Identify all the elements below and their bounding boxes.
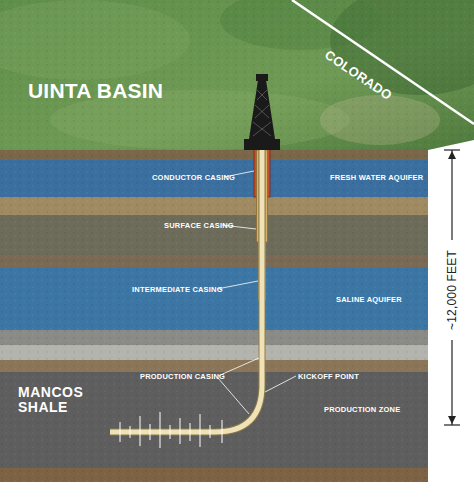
aquifer-band: SALINE AQUIFER	[0, 268, 428, 330]
casing-label: PRODUCTION CASING	[140, 373, 225, 381]
shale-band: MANCOS SHALE PRODUCTION ZONE	[0, 372, 428, 468]
zone-name: SALINE AQUIFER	[336, 296, 426, 304]
kickoff-label: KICKOFF POINT	[298, 373, 359, 381]
state-name: COLORADO	[323, 48, 394, 102]
casing-label: SURFACE CASING	[164, 222, 234, 230]
casing-label: CONDUCTOR CASING	[152, 174, 235, 182]
formation-name: MANCOS SHALE	[18, 385, 80, 416]
basin-name: UINTA BASIN	[28, 80, 163, 101]
depth-dimension: ~12,000 FEET	[446, 250, 458, 330]
casing-label: INTERMEDIATE CASING	[132, 286, 223, 294]
zone-name: PRODUCTION ZONE	[324, 406, 424, 414]
zone-name: FRESH WATER AQUIFER	[330, 174, 426, 182]
